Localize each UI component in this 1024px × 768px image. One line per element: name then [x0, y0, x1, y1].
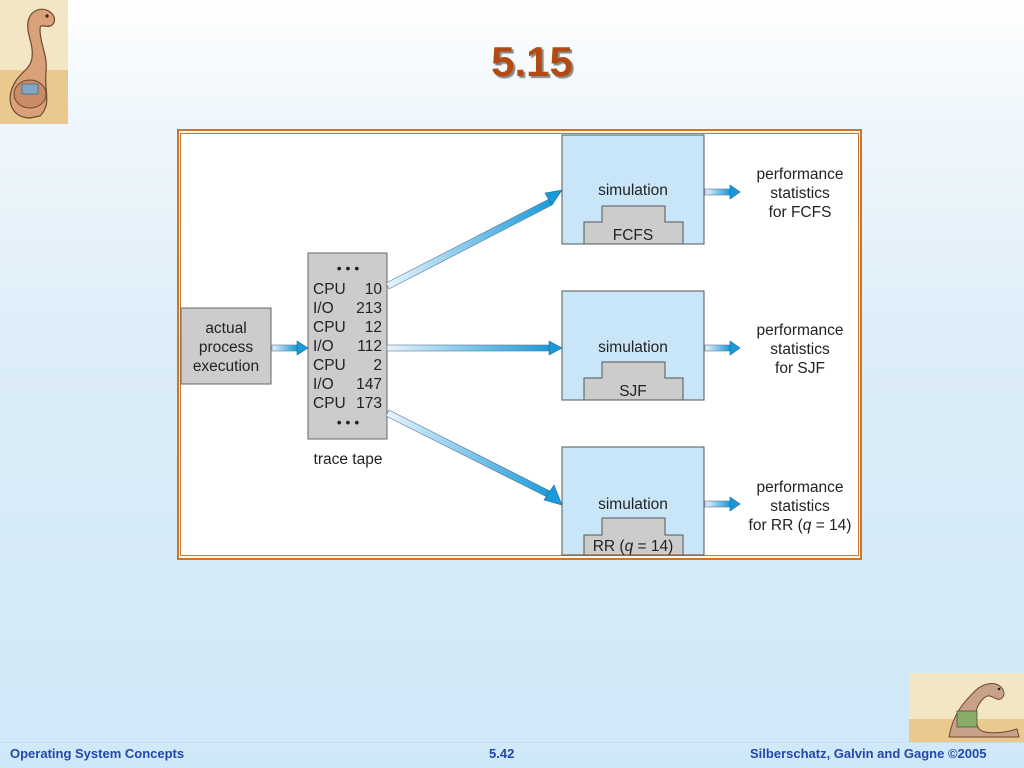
actual-process-execution-box: actual process execution [180, 307, 272, 385]
stats-sjf-line-1: performance [756, 322, 843, 339]
trace-row-1-value: 10 [365, 281, 383, 298]
trace-tape-caption: trace tape [314, 451, 383, 468]
arrow-sjf-to-stats [704, 340, 741, 356]
simulation-label-sjf: simulation [598, 339, 668, 356]
source-line-2: process [199, 339, 254, 356]
arrow-trace-to-sjf [386, 340, 563, 356]
trace-row-2-value: 213 [356, 300, 382, 317]
trace-row-6-kind: I/O [313, 376, 334, 393]
trace-row-3-value: 12 [365, 319, 382, 336]
trace-dots-top: • • • [337, 260, 360, 276]
diagram-canvas [180, 133, 859, 556]
arrow-fcfs-to-stats [704, 184, 741, 200]
footer-page-number: 5.42 [489, 746, 515, 761]
source-line-1: actual [205, 320, 246, 337]
trace-tape-box: • • • CPU 10 I/O 213 CPU 12 I/O 112 CPU … [307, 252, 388, 440]
simulation-box-rr: simulation RR (q = 14) [561, 446, 705, 556]
arrow-source-to-trace [271, 340, 309, 356]
dinosaur-illustration-top [0, 0, 68, 124]
trace-row-1-kind: CPU [313, 281, 346, 298]
algorithm-label-fcfs: FCFS [613, 227, 653, 244]
trace-row-4-kind: I/O [313, 338, 334, 355]
simulation-label-rr: simulation [598, 496, 668, 513]
slide-title: 5.15 [491, 38, 573, 85]
simulation-box-sjf: simulation SJF [561, 290, 705, 401]
source-line-3: execution [193, 358, 259, 375]
trace-row-7-kind: CPU [313, 395, 346, 412]
trace-row-4-value: 112 [357, 338, 382, 355]
trace-row-3-kind: CPU [313, 319, 346, 336]
footer-course-title: Operating System Concepts [10, 746, 185, 761]
stats-fcfs-line-3: for FCFS [769, 204, 832, 221]
footer-divider [0, 742, 1024, 743]
simulation-label-fcfs: simulation [598, 182, 668, 199]
stats-fcfs-line-2: statistics [770, 185, 830, 202]
stats-fcfs-line-1: performance [756, 166, 843, 183]
footer-copyright: Silberschatz, Galvin and Gagne ©2005 [750, 746, 987, 761]
trace-row-7-value: 173 [356, 395, 382, 412]
arrow-rr-to-stats [704, 496, 741, 512]
stats-rr-line-1: performance [756, 479, 843, 496]
algorithm-label-sjf: SJF [619, 383, 647, 400]
arrow-trace-to-fcfs [385, 189, 563, 290]
trace-row-6-value: 147 [356, 376, 382, 393]
trace-row-5-value: 2 [373, 357, 382, 374]
algorithm-label-rr: RR (q = 14) [593, 538, 674, 555]
trace-row-2-kind: I/O [313, 300, 334, 317]
stats-rr-line-3: for RR (q = 14) [749, 517, 852, 534]
stats-rr-line-2: statistics [770, 498, 830, 515]
trace-dots-bottom: • • • [337, 414, 360, 430]
stats-sjf-line-3: for SJF [775, 360, 825, 377]
trace-row-5-kind: CPU [313, 357, 346, 374]
arrow-trace-to-rr [385, 409, 563, 506]
dinosaur-illustration-bottom [909, 673, 1024, 743]
simulation-box-fcfs: simulation FCFS [561, 134, 705, 245]
stats-sjf-line-2: statistics [770, 341, 830, 358]
